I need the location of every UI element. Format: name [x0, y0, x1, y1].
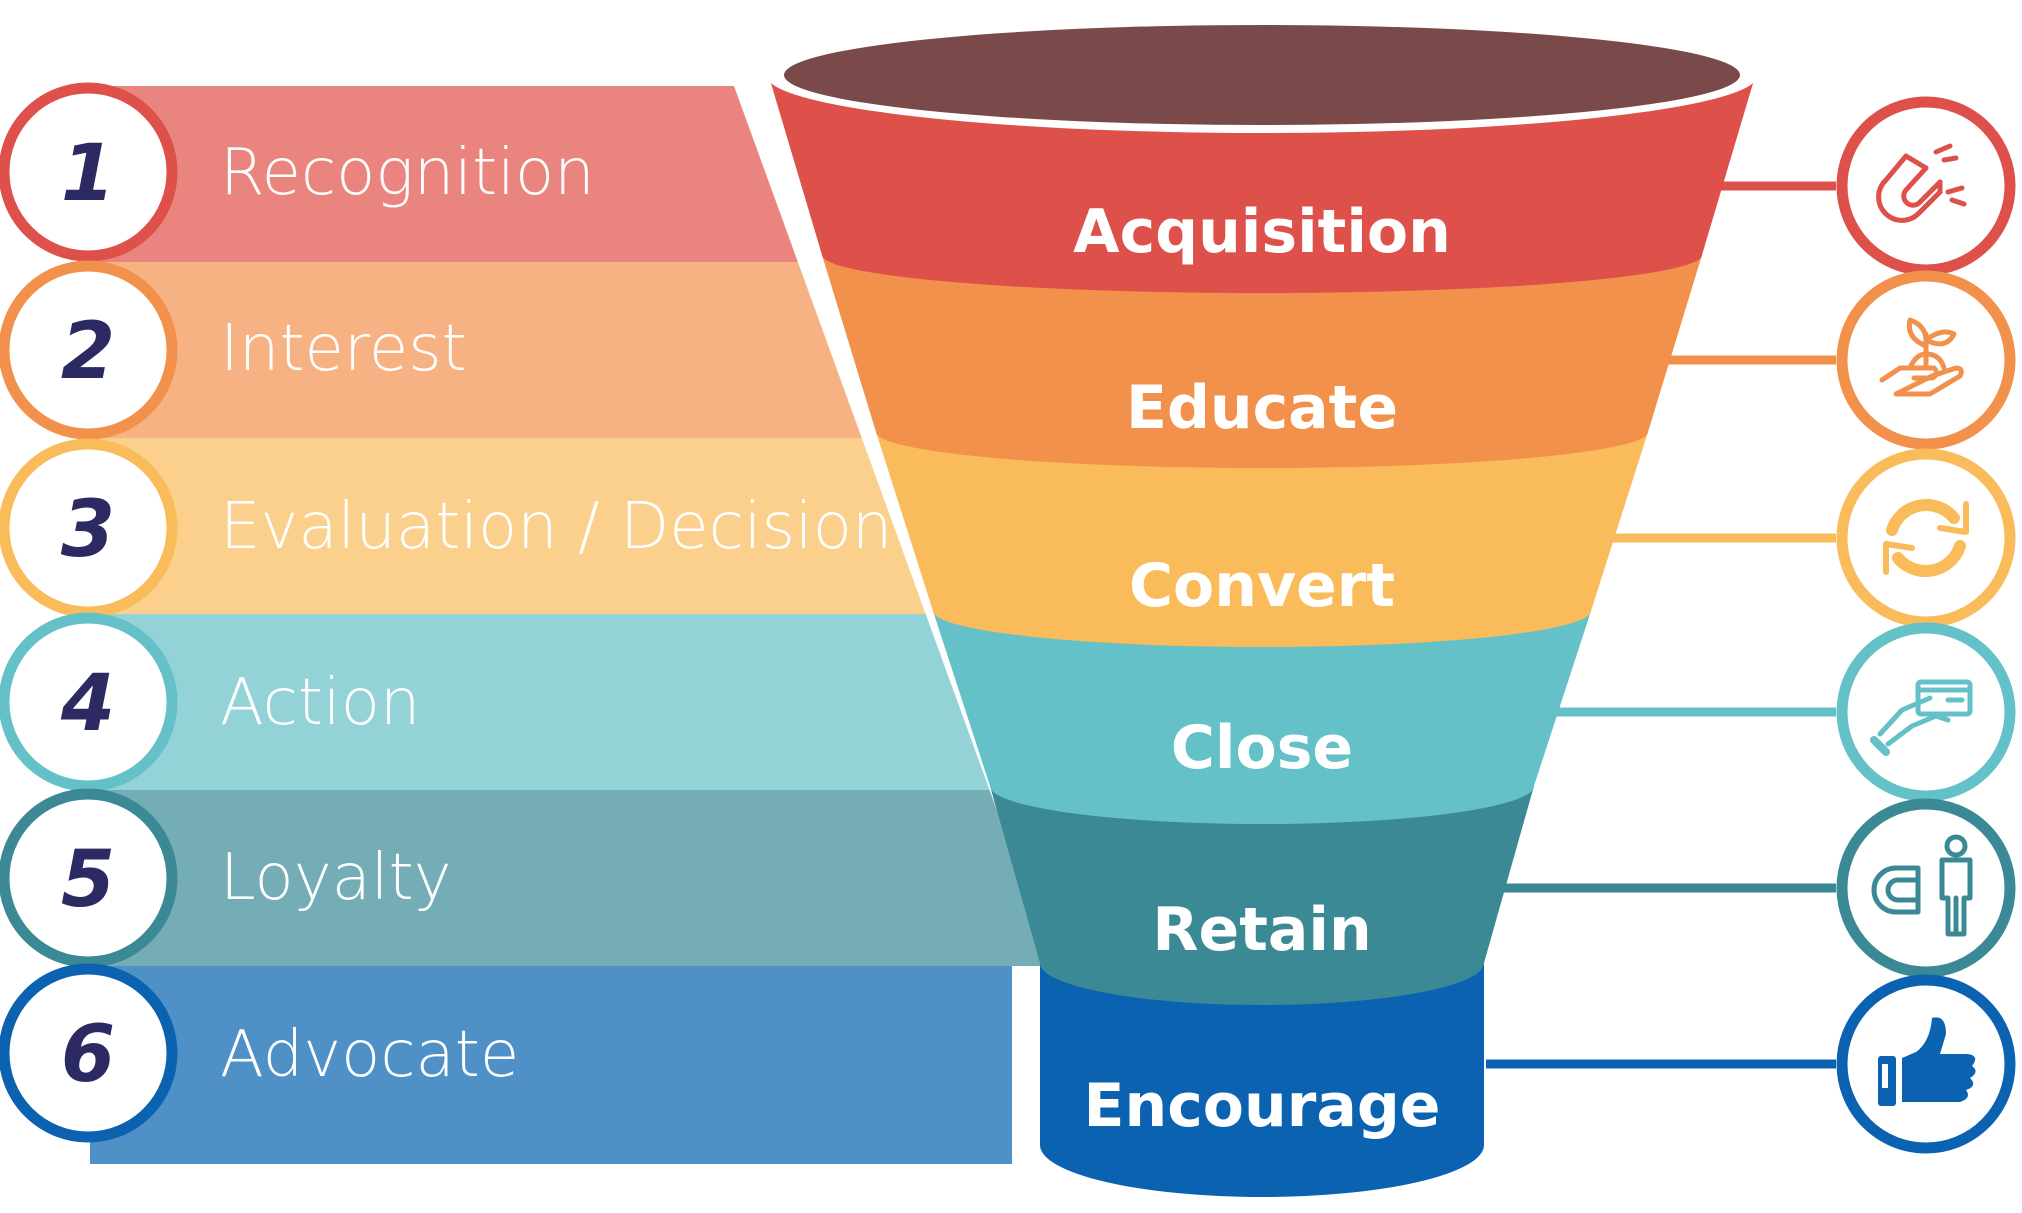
stage-number: 3: [61, 485, 115, 575]
stage-band: [90, 438, 926, 614]
stage-label: Loyalty: [220, 841, 452, 915]
stage-number-circle: [0, 260, 178, 440]
stage-band: [90, 790, 1054, 966]
funnel-segment: [933, 611, 1591, 824]
hand-plant-icon: [1879, 317, 1964, 397]
stage-number-circle: [0, 438, 178, 618]
thumbs-up-icon: [1878, 1017, 1976, 1106]
magnet-icon: [1876, 143, 1967, 223]
stage-label: Recognition: [220, 136, 595, 210]
funnel-segment: [990, 786, 1534, 1005]
funnel-stage-label: Educate: [1126, 373, 1398, 443]
labels: RecognitionAcquisitionInterestEducateEva…: [220, 136, 1451, 1141]
funnel-stage-label: Close: [1171, 713, 1353, 783]
stage-number: 6: [61, 1010, 115, 1100]
funnel-rim: [784, 25, 1740, 125]
funnel-stage-label: Retain: [1152, 895, 1371, 965]
stage-number: 2: [61, 307, 115, 397]
refresh-icon: [1883, 499, 1969, 577]
stage-number-circle: [0, 82, 178, 262]
funnel-stage-label: Convert: [1129, 551, 1395, 621]
funnel-segment: [770, 80, 1754, 293]
stage-band: [90, 262, 862, 438]
stage-number-circles: 1 2 3 4 5 6: [0, 82, 178, 1143]
stage-icon-circle: [1836, 96, 2016, 276]
funnel-segment: [876, 432, 1648, 647]
magnet-person-icon: [1871, 834, 1973, 937]
stage-number-circle: [0, 788, 178, 968]
stage-icon-circle: [1836, 448, 2016, 628]
funnel-stage-label: Encourage: [1084, 1071, 1441, 1141]
funnel: [766, 17, 1758, 1197]
stage-number: 4: [60, 659, 115, 749]
stage-band: [90, 614, 990, 790]
funnel-segment: [822, 255, 1702, 468]
stage-label: Advocate: [220, 1018, 519, 1092]
funnel-stage-label: Acquisition: [1073, 197, 1451, 267]
hand-card-icon: [1870, 679, 1973, 756]
connector-lines: [1486, 181, 1836, 1069]
stage-label: Evaluation / Decision: [220, 490, 892, 564]
stage-number-circle: [0, 963, 178, 1143]
stage-number-circle: [0, 612, 178, 792]
stage-number: 5: [61, 835, 115, 925]
stage-label: Interest: [220, 312, 467, 386]
stage-icon-circles: [1836, 96, 2016, 1154]
stage-label: Action: [220, 666, 420, 740]
stage-band: [90, 966, 1012, 1164]
stage-icon-circle: [1836, 798, 2016, 978]
funnel-segment: [1040, 963, 1484, 1197]
stage-bands: [90, 86, 1054, 1164]
stage-number: 1: [61, 129, 115, 219]
stage-band: [90, 86, 798, 262]
